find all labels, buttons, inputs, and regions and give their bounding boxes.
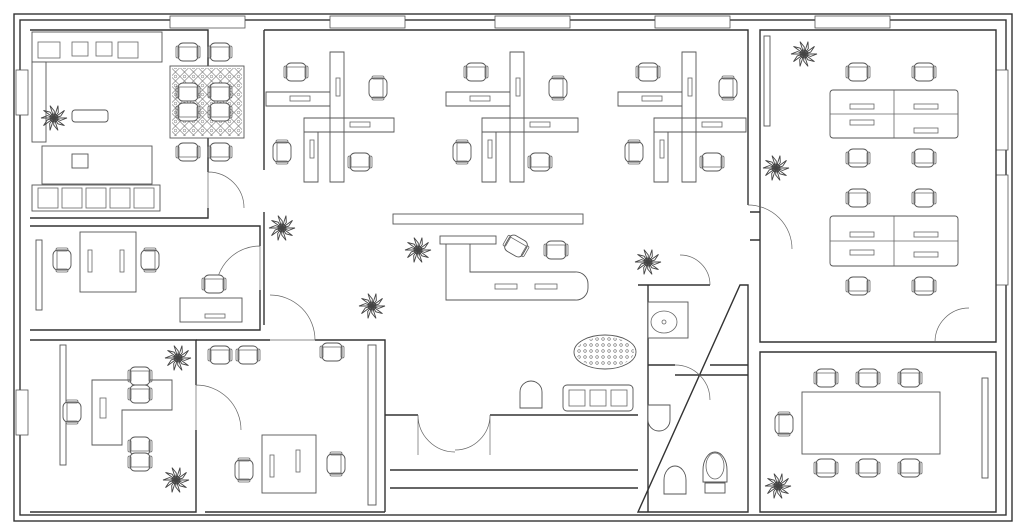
plant-icon: [404, 237, 432, 263]
chair-icon: [813, 368, 839, 388]
chair-icon: [201, 274, 227, 294]
plant-icon: [268, 215, 296, 241]
chair-icon: [845, 62, 871, 82]
reception-lobby: [392, 213, 637, 412]
chair-icon: [175, 142, 201, 162]
chair-icon: [897, 458, 923, 478]
chair-icon: [368, 75, 388, 101]
chair-icon: [855, 458, 881, 478]
plant-icon: [764, 473, 792, 499]
chair-icon: [127, 384, 153, 404]
chair-icon: [911, 188, 937, 208]
chair-icon: [272, 139, 292, 165]
chair-icon: [207, 102, 233, 122]
chair-icon: [127, 436, 153, 456]
chair-icon: [813, 458, 839, 478]
chair-icon: [624, 139, 644, 165]
chair-icon: [175, 102, 201, 122]
plant-icon: [762, 155, 790, 181]
chair-icon: [62, 399, 82, 425]
chair-icon: [897, 368, 923, 388]
plant-icon: [358, 293, 386, 319]
chair-icon: [207, 345, 233, 365]
windows: [15, 15, 1009, 436]
chair-icon: [326, 451, 346, 477]
chair-icon: [845, 148, 871, 168]
chair-icon: [175, 42, 201, 62]
plant-icon: [790, 41, 818, 67]
chair-icon: [234, 457, 254, 483]
chair-icon: [548, 75, 568, 101]
chair-icon: [235, 345, 261, 365]
plant-icon: [40, 105, 68, 131]
meeting-room: [801, 377, 989, 479]
chair-icon: [52, 247, 72, 273]
plants: [40, 41, 818, 499]
chair-icon: [845, 188, 871, 208]
chair-icon: [207, 142, 233, 162]
manager-office-left: [35, 231, 243, 323]
kitchen-lounge: [31, 31, 245, 212]
chair-icon: [543, 240, 569, 260]
restroom: [647, 301, 728, 495]
chairs: [52, 42, 937, 483]
chair-icon: [911, 148, 937, 168]
chair-icon: [855, 368, 881, 388]
open-workspace-center: [265, 51, 747, 183]
chair-icon: [127, 366, 153, 386]
chair-icon: [527, 152, 553, 172]
open-workspace-right: [763, 35, 959, 267]
chair-icon: [502, 234, 530, 258]
chair-icon: [127, 452, 153, 472]
chair-icon: [452, 139, 472, 165]
plant-icon: [162, 467, 190, 493]
chair-icon: [699, 152, 725, 172]
chair-icon: [635, 62, 661, 82]
chair-icon: [283, 62, 309, 82]
small-office: [261, 344, 377, 506]
chair-icon: [911, 276, 937, 296]
chair-icon: [140, 247, 160, 273]
chair-icon: [911, 62, 937, 82]
chair-icon: [207, 42, 233, 62]
doors: [195, 171, 970, 455]
chair-icon: [347, 152, 373, 172]
chair-icon: [319, 342, 345, 362]
chair-icon: [718, 75, 738, 101]
plant-icon: [634, 249, 662, 275]
plant-icon: [164, 345, 192, 371]
chair-icon: [845, 276, 871, 296]
chair-icon: [774, 411, 794, 437]
chair-icon: [463, 62, 489, 82]
chair-icon: [175, 82, 201, 102]
chair-icon: [207, 82, 233, 102]
